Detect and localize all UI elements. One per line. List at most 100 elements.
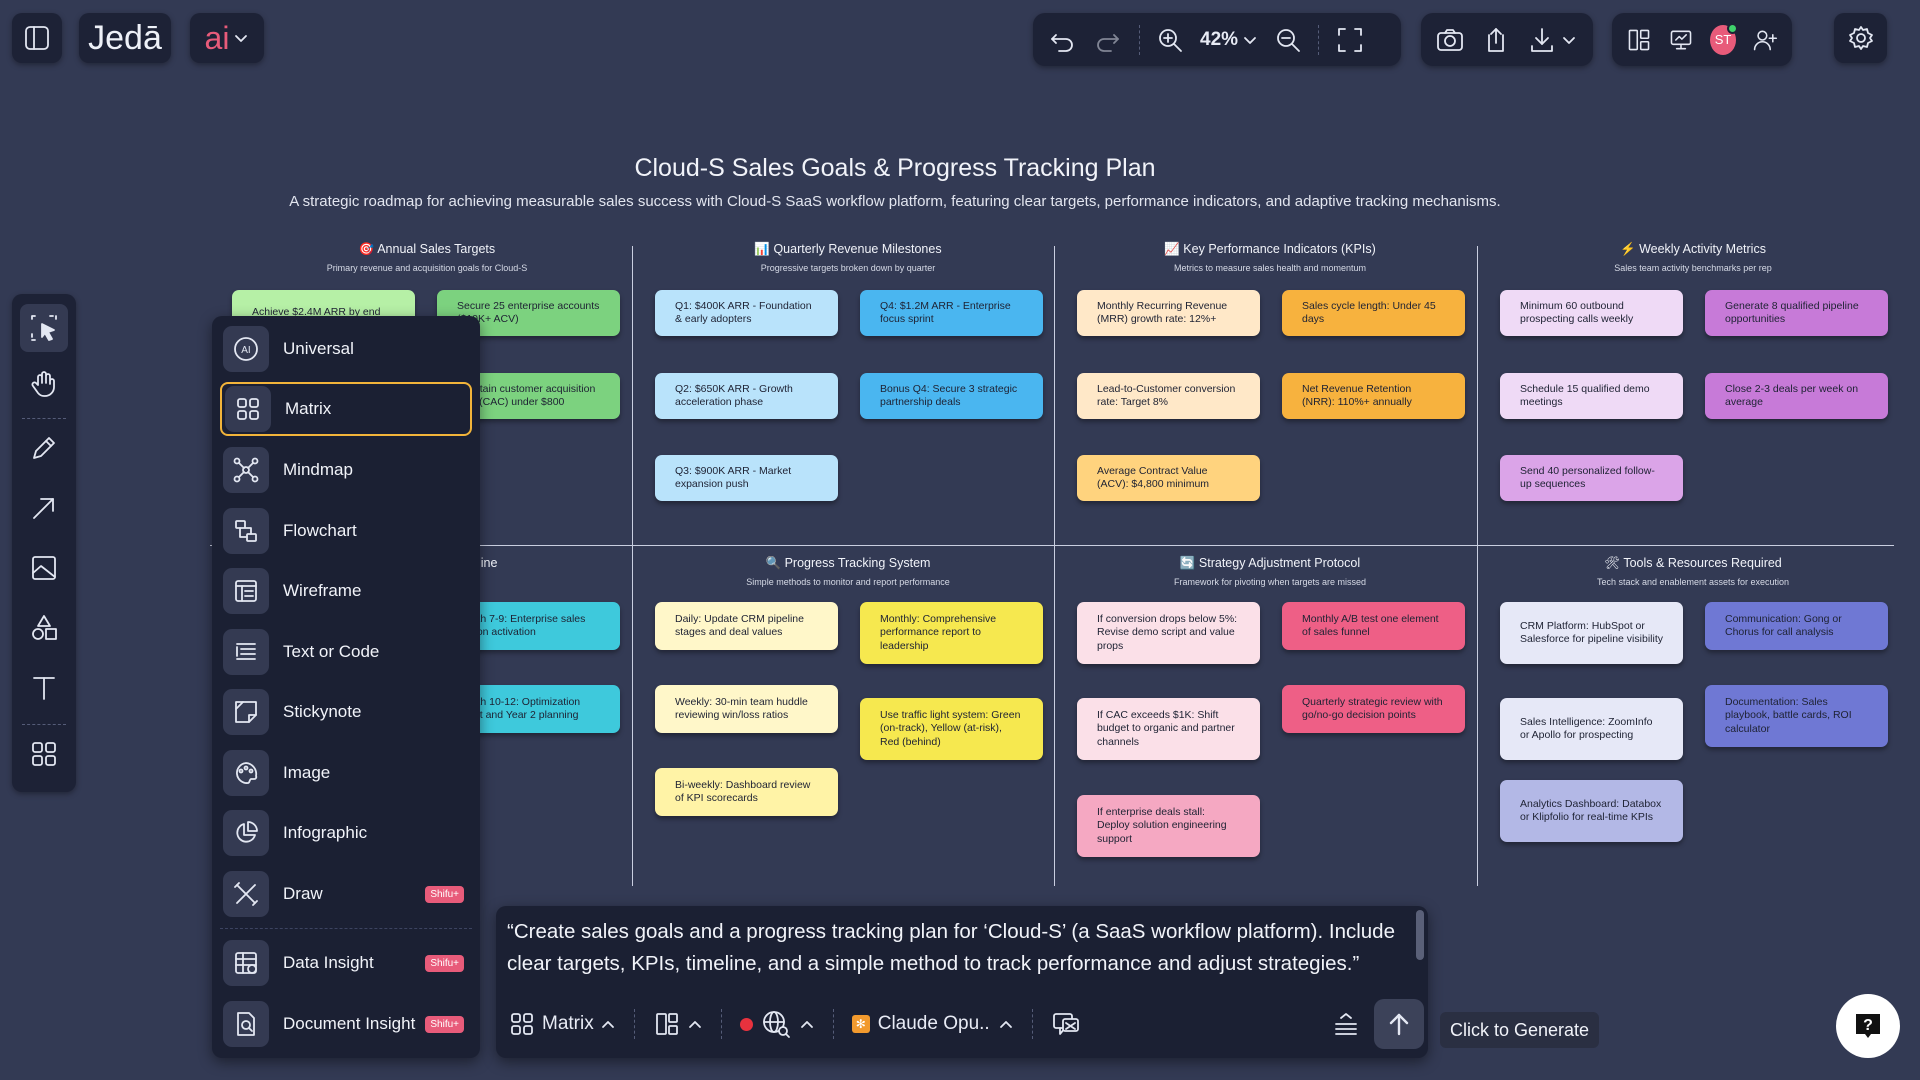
menu-item-label: Flowchart — [283, 521, 357, 540]
menu-item-infographic[interactable]: Infographic — [220, 806, 472, 860]
jeda-logo-text: Jedā — [88, 18, 162, 57]
presentation-icon[interactable] — [1668, 25, 1694, 55]
sticky-note[interactable]: If conversion drops below 5%: Revise dem… — [1077, 602, 1260, 664]
hand-tool-button[interactable] — [20, 360, 68, 408]
pen-tool-button[interactable] — [20, 424, 68, 472]
layout-panels-icon[interactable] — [1626, 25, 1652, 55]
sticky-note[interactable]: If enterprise deals stall: Deploy soluti… — [1077, 795, 1260, 857]
menu-item-data-insight[interactable]: Data Insight Shifu+ — [220, 936, 472, 990]
sticky-note[interactable]: Sales cycle length: Under 45 days — [1282, 290, 1465, 336]
upload-icon[interactable] — [1481, 25, 1511, 55]
sticky-note[interactable]: Net Revenue Retention (NRR): 110%+ annua… — [1282, 373, 1465, 419]
shapes-tool-button[interactable] — [20, 604, 68, 652]
zoom-out-icon[interactable] — [1274, 26, 1302, 54]
sticky-note[interactable]: CRM Platform: HubSpot or Salesforce for … — [1500, 602, 1683, 664]
help-button[interactable]: ? — [1836, 994, 1900, 1058]
sticky-note[interactable]: Lead-to-Customer conversion rate: Target… — [1077, 373, 1260, 419]
menu-item-label: Text or Code — [283, 642, 380, 661]
sticky-note[interactable]: Documentation: Sales playbook, battle ca… — [1705, 685, 1888, 747]
sticky-note[interactable]: Monthly Recurring Revenue (MRR) growth r… — [1077, 290, 1260, 336]
mindmap-icon — [223, 447, 269, 493]
sticky-note[interactable]: Bonus Q4: Secure 3 strategic partnership… — [860, 373, 1043, 419]
fit-screen-icon[interactable] — [1335, 25, 1365, 55]
section-title: line — [478, 556, 498, 570]
menu-item-wireframe[interactable]: Wireframe — [220, 564, 472, 618]
menu-item-universal[interactable]: AI Universal — [220, 322, 472, 376]
sticky-note[interactable]: Communication: Gong or Chorus for call a… — [1705, 602, 1888, 650]
sticky-note[interactable]: Generate 8 qualified pipeline opportunit… — [1705, 290, 1888, 336]
redo-icon[interactable] — [1093, 25, 1123, 55]
sticky-note[interactable]: Quarterly strategic review with go/no-go… — [1282, 685, 1465, 733]
sticky-note[interactable]: Q2: $650K ARR - Growth acceleration phas… — [655, 373, 838, 419]
menu-item-matrix[interactable]: Matrix — [220, 382, 472, 436]
menu-item-document-insight[interactable]: Document Insight Shifu+ — [220, 997, 472, 1051]
zoom-level: 42% — [1200, 28, 1239, 50]
section-header: ⚡ Weekly Activity Metrics Sales team act… — [1487, 242, 1899, 273]
download-icon — [1531, 27, 1553, 52]
prompt-scrollbar[interactable] — [1416, 910, 1424, 960]
menu-item-mindmap[interactable]: Mindmap — [220, 443, 472, 497]
web-search-toggle[interactable] — [739, 1009, 815, 1039]
undo-icon[interactable] — [1047, 25, 1077, 55]
text-tool-button[interactable] — [20, 664, 68, 712]
export-toolbar — [1421, 13, 1593, 66]
model-selector[interactable]: ✻ Claude Opu.. — [851, 1013, 1014, 1035]
sticky-note[interactable]: If CAC exceeds $1K: Shift budget to orga… — [1077, 698, 1260, 760]
grid-divider — [1054, 246, 1055, 886]
zoom-level-dropdown[interactable]: 42% — [1200, 29, 1258, 51]
pie-chart-icon — [223, 810, 269, 856]
menu-item-draw[interactable]: Draw Shifu+ — [220, 867, 472, 921]
arrow-up-icon — [1389, 1013, 1409, 1036]
sticky-note[interactable]: Monthly A/B test one element of sales fu… — [1282, 602, 1465, 650]
menu-item-label: Document Insight — [283, 1014, 416, 1033]
settings-button[interactable] — [1834, 13, 1887, 63]
download-dropdown[interactable] — [1527, 25, 1577, 55]
menu-item-label: Stickynote — [283, 702, 362, 721]
draw-tools-icon — [223, 871, 269, 917]
user-avatar[interactable]: ST — [1710, 22, 1738, 55]
zoom-in-icon[interactable] — [1156, 26, 1184, 54]
sticky-note[interactable]: Average Contract Value (ACV): $4,800 min… — [1077, 455, 1260, 501]
sticky-note[interactable]: Schedule 15 qualified demo meetings — [1500, 373, 1683, 419]
layout-selector[interactable] — [653, 1010, 703, 1038]
menu-item-stickynote[interactable]: Stickynote — [220, 685, 472, 739]
arrow-tool-button[interactable] — [20, 484, 68, 532]
sticky-note[interactable]: Minimum 60 outbound prospecting calls we… — [1500, 290, 1683, 336]
mode-selector[interactable]: Matrix — [508, 1010, 616, 1038]
sticky-note[interactable]: Daily: Update CRM pipeline stages and de… — [655, 602, 838, 650]
menu-item-text-or-code[interactable]: Text or Code — [220, 625, 472, 679]
menu-item-flowchart[interactable]: Flowchart — [220, 504, 472, 558]
sticky-note[interactable]: Use traffic light system: Green (on-trac… — [860, 698, 1043, 760]
sticky-note[interactable]: Analytics Dashboard: Databox or Klipfoli… — [1500, 780, 1683, 842]
toolbar-divider — [1031, 1009, 1033, 1039]
gear-icon — [1848, 26, 1873, 50]
generate-button[interactable] — [1374, 999, 1424, 1049]
chat-image-icon[interactable] — [1051, 1009, 1081, 1039]
menu-item-label: Infographic — [283, 823, 368, 842]
ai-chip-icon: AI — [223, 326, 269, 372]
sidebar-toggle-button[interactable] — [12, 13, 62, 63]
sticky-note[interactable]: Monthly: Comprehensive performance repor… — [860, 602, 1043, 664]
sticky-note[interactable]: Send 40 personalized follow-up sequences — [1500, 455, 1683, 501]
prompt-controls: Matrix ✻ Claude Opu.. — [508, 1002, 1416, 1046]
sticky-note[interactable]: Bi-weekly: Dashboard review of KPI score… — [655, 768, 838, 816]
options-menu-icon[interactable] — [1332, 1010, 1360, 1038]
sticky-note[interactable]: Weekly: 30-min team huddle reviewing win… — [655, 685, 838, 733]
add-user-icon[interactable] — [1752, 25, 1778, 55]
sticky-note[interactable]: Q4: $1.2M ARR - Enterprise focus sprint — [860, 290, 1043, 336]
section-subtitle: Progressive targets broken down by quart… — [760, 263, 936, 273]
sticky-note[interactable]: Sales Intelligence: ZoomInfo or Apollo f… — [1500, 698, 1683, 760]
select-tool-button[interactable] — [20, 304, 68, 352]
image-tool-button[interactable] — [20, 544, 68, 592]
sticky-note[interactable]: Q1: $400K ARR - Foundation & early adopt… — [655, 290, 838, 336]
ai-menu-button[interactable]: ai — [190, 13, 264, 63]
menu-item-label: Image — [283, 763, 331, 782]
jeda-logo[interactable]: Jedā — [79, 13, 171, 63]
camera-icon[interactable] — [1435, 25, 1465, 55]
sticky-note[interactable]: Q3: $900K ARR - Market expansion push — [655, 455, 838, 501]
menu-item-image[interactable]: Image — [220, 746, 472, 800]
templates-tool-button[interactable] — [20, 730, 68, 778]
prompt-input[interactable]: “Create sales goals and a progress track… — [507, 920, 1395, 975]
spreadsheet-icon — [223, 940, 269, 986]
sticky-note[interactable]: Close 2-3 deals per week on average — [1705, 373, 1888, 419]
